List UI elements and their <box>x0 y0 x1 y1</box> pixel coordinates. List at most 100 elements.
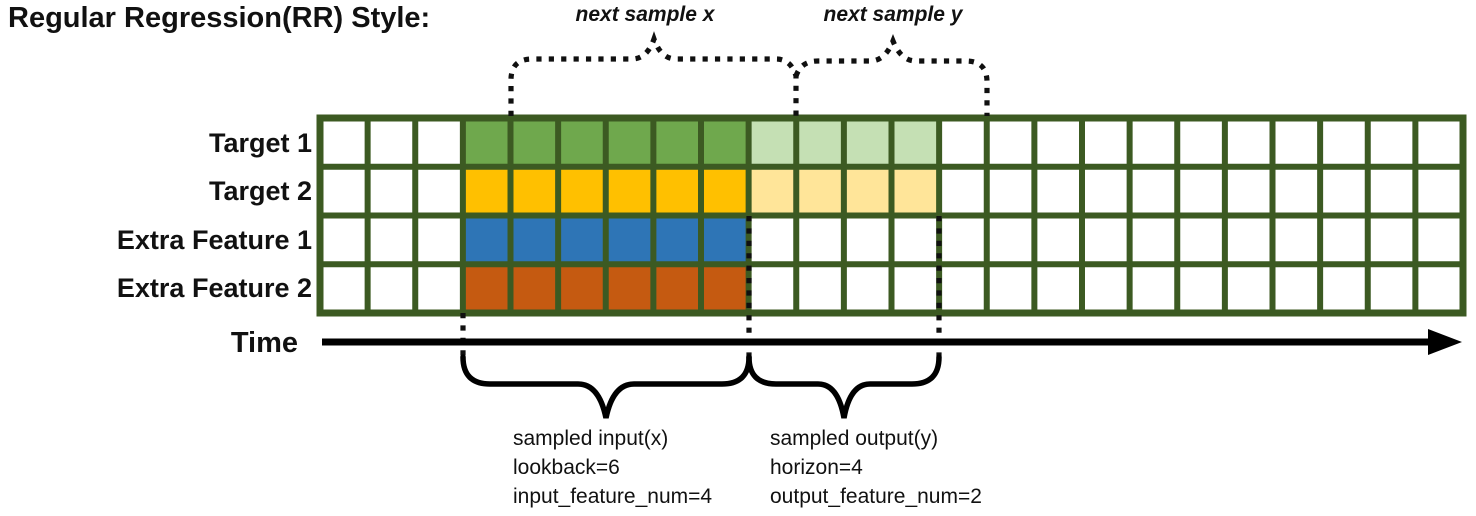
grid-cell <box>1082 118 1130 167</box>
grid-cell <box>891 166 940 216</box>
grid-cell <box>1320 118 1368 167</box>
lookback-value: lookback=6 <box>513 456 620 479</box>
grid-cell <box>1082 166 1130 216</box>
grid-cell <box>1034 215 1082 265</box>
grid-cell <box>939 264 987 313</box>
grid-cell <box>1224 166 1273 216</box>
grid-cell <box>1034 166 1082 216</box>
grid-cell <box>1224 215 1273 265</box>
grid-cell <box>1272 264 1321 313</box>
grid-cell <box>415 264 463 313</box>
sampled-input-title: sampled input(x) <box>513 427 669 450</box>
input-feature-num-value: input_feature_num=4 <box>513 485 713 508</box>
grid-cell <box>748 215 797 265</box>
grid-cell <box>796 264 844 313</box>
grid-cell <box>891 264 940 313</box>
grid-cell <box>1224 264 1273 313</box>
grid-cell <box>1034 118 1082 167</box>
grid-cell <box>462 264 511 313</box>
row-label-extra-feature-1: Extra Feature 1 <box>116 225 312 255</box>
grid-cell <box>558 264 606 313</box>
grid-cell <box>843 264 892 313</box>
grid-cell <box>986 264 1035 313</box>
grid-cell <box>605 215 654 265</box>
grid-cell <box>653 264 701 313</box>
time-axis-arrowhead <box>1428 329 1462 355</box>
grid-cell <box>462 118 511 167</box>
grid-cell <box>367 118 416 167</box>
grid-cell <box>1177 264 1225 313</box>
sampled-output-caption: sampled output(y) horizon=4 output_featu… <box>770 424 982 511</box>
output-feature-num-value: output_feature_num=2 <box>770 485 982 508</box>
grid-cell <box>748 264 797 313</box>
grid-cell <box>320 264 368 313</box>
grid-cell <box>1177 118 1225 167</box>
row-label-extra-feature-2: Extra Feature 2 <box>116 273 312 303</box>
grid-cell <box>367 166 416 216</box>
grid-cell <box>1129 118 1178 167</box>
grid-cell <box>939 118 987 167</box>
grid-cell <box>1034 264 1082 313</box>
grid-cell <box>1367 118 1416 167</box>
grid-cell <box>843 118 892 167</box>
grid-cell <box>701 264 749 313</box>
grid-cell <box>415 166 463 216</box>
grid-cell <box>415 215 463 265</box>
time-axis-label: Time <box>230 327 298 359</box>
page-title: Regular Regression(RR) Style: <box>8 2 431 34</box>
next-sample-x-label: next sample x <box>575 3 715 26</box>
sampled-output-title: sampled output(y) <box>770 427 939 450</box>
horizon-value: horizon=4 <box>770 456 863 479</box>
grid-cell <box>415 118 463 167</box>
grid-cell <box>1272 118 1321 167</box>
annotation-shapes <box>322 31 1462 419</box>
grid-cell <box>1129 166 1178 216</box>
grid-cell <box>510 264 559 313</box>
grid-cell <box>986 166 1035 216</box>
grid-cell <box>558 118 606 167</box>
grid-cell <box>986 118 1035 167</box>
grid-cell <box>891 215 940 265</box>
grid-outer-border <box>316 114 1467 317</box>
grid-cell <box>748 118 797 167</box>
grid-cell <box>1082 264 1130 313</box>
grid-cell <box>1272 215 1321 265</box>
grid-cell <box>462 166 511 216</box>
grid-cell <box>748 166 797 216</box>
grid-cell <box>939 166 987 216</box>
grid-cell <box>1367 166 1416 216</box>
grid-cell <box>558 215 606 265</box>
row-label-target-2: Target 2 <box>208 176 312 206</box>
grid-cell <box>1082 215 1130 265</box>
grid-cell <box>558 166 606 216</box>
grid-cell <box>796 166 844 216</box>
grid-cell <box>1320 264 1368 313</box>
grid-cell <box>986 215 1035 265</box>
grid-cell <box>605 166 654 216</box>
grid-cell <box>1367 264 1416 313</box>
grid-cell <box>1320 215 1368 265</box>
grid-cell <box>320 166 368 216</box>
grid-cell <box>1177 215 1225 265</box>
grid-cell <box>1415 215 1463 265</box>
grid-cell <box>701 166 749 216</box>
sampled-input-caption: sampled input(x) lookback=6 input_featur… <box>513 424 712 511</box>
grid-cell <box>510 166 559 216</box>
grid-cell <box>653 166 701 216</box>
grid-cell <box>701 215 749 265</box>
grid-cell <box>1320 166 1368 216</box>
grid-cell <box>605 264 654 313</box>
grid-cell <box>1272 166 1321 216</box>
grid-cell <box>320 215 368 265</box>
grid-cell <box>1415 264 1463 313</box>
next-sample-y-brace <box>793 34 990 116</box>
grid-cell <box>510 215 559 265</box>
grid-cell <box>843 215 892 265</box>
sampled-output-brace <box>746 354 942 419</box>
grid-cell <box>1129 264 1178 313</box>
grid-cell <box>320 118 368 167</box>
grid-cell <box>653 215 701 265</box>
grid-cell <box>1415 118 1463 167</box>
next-sample-x-brace <box>508 31 799 116</box>
